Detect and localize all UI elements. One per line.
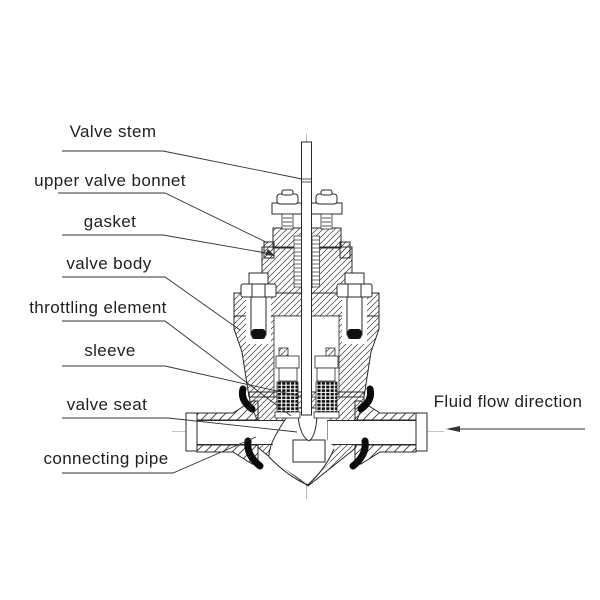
label-connecting-pipe: connecting pipe (43, 449, 168, 468)
label-valve-seat: valve seat (67, 395, 148, 414)
label-throttling-element: throttling element (29, 298, 167, 317)
leader-throttling-element (62, 320, 292, 417)
label-sleeve: sleeve (84, 341, 136, 360)
leader-valve-body (62, 276, 241, 331)
sleeve-part (274, 347, 340, 419)
label-fluid-flow-direction: Fluid flow direction (434, 392, 583, 411)
flow-bore (187, 420, 426, 445)
label-valve-stem: Valve stem (70, 122, 157, 141)
leader-upper-valve-bonnet (58, 192, 269, 244)
seal-upper-left (238, 385, 256, 413)
leader-gasket-arrowhead (265, 249, 275, 256)
flange-bolts (240, 272, 373, 344)
leader-sleeve (62, 365, 300, 397)
leader-valve-stem (62, 150, 303, 180)
label-upper-valve-bonnet: upper valve bonnet (34, 171, 186, 190)
fluid-flow-annotation: Fluid flow direction (434, 392, 585, 432)
label-gasket: gasket (84, 212, 137, 231)
leader-gasket (62, 234, 273, 255)
flow-arrow-head-icon (446, 426, 460, 432)
valve-seat-part (268, 416, 335, 486)
seal-rings (238, 385, 375, 470)
connecting-pipe-right (354, 400, 428, 465)
seal-lower-left (244, 437, 264, 470)
label-valve-body: valve body (66, 254, 151, 273)
seal-upper-right (357, 385, 375, 413)
valve-stem-part (301, 141, 312, 416)
leader-connecting-pipe (62, 436, 257, 474)
connecting-pipe-left (185, 400, 259, 465)
seal-lower-right (349, 437, 369, 470)
throttling-element-part (297, 407, 318, 442)
leader-valve-seat (62, 417, 298, 433)
leader-lines (58, 150, 303, 474)
part-labels: Valve stem upper valve bonnet gasket val… (29, 122, 186, 468)
